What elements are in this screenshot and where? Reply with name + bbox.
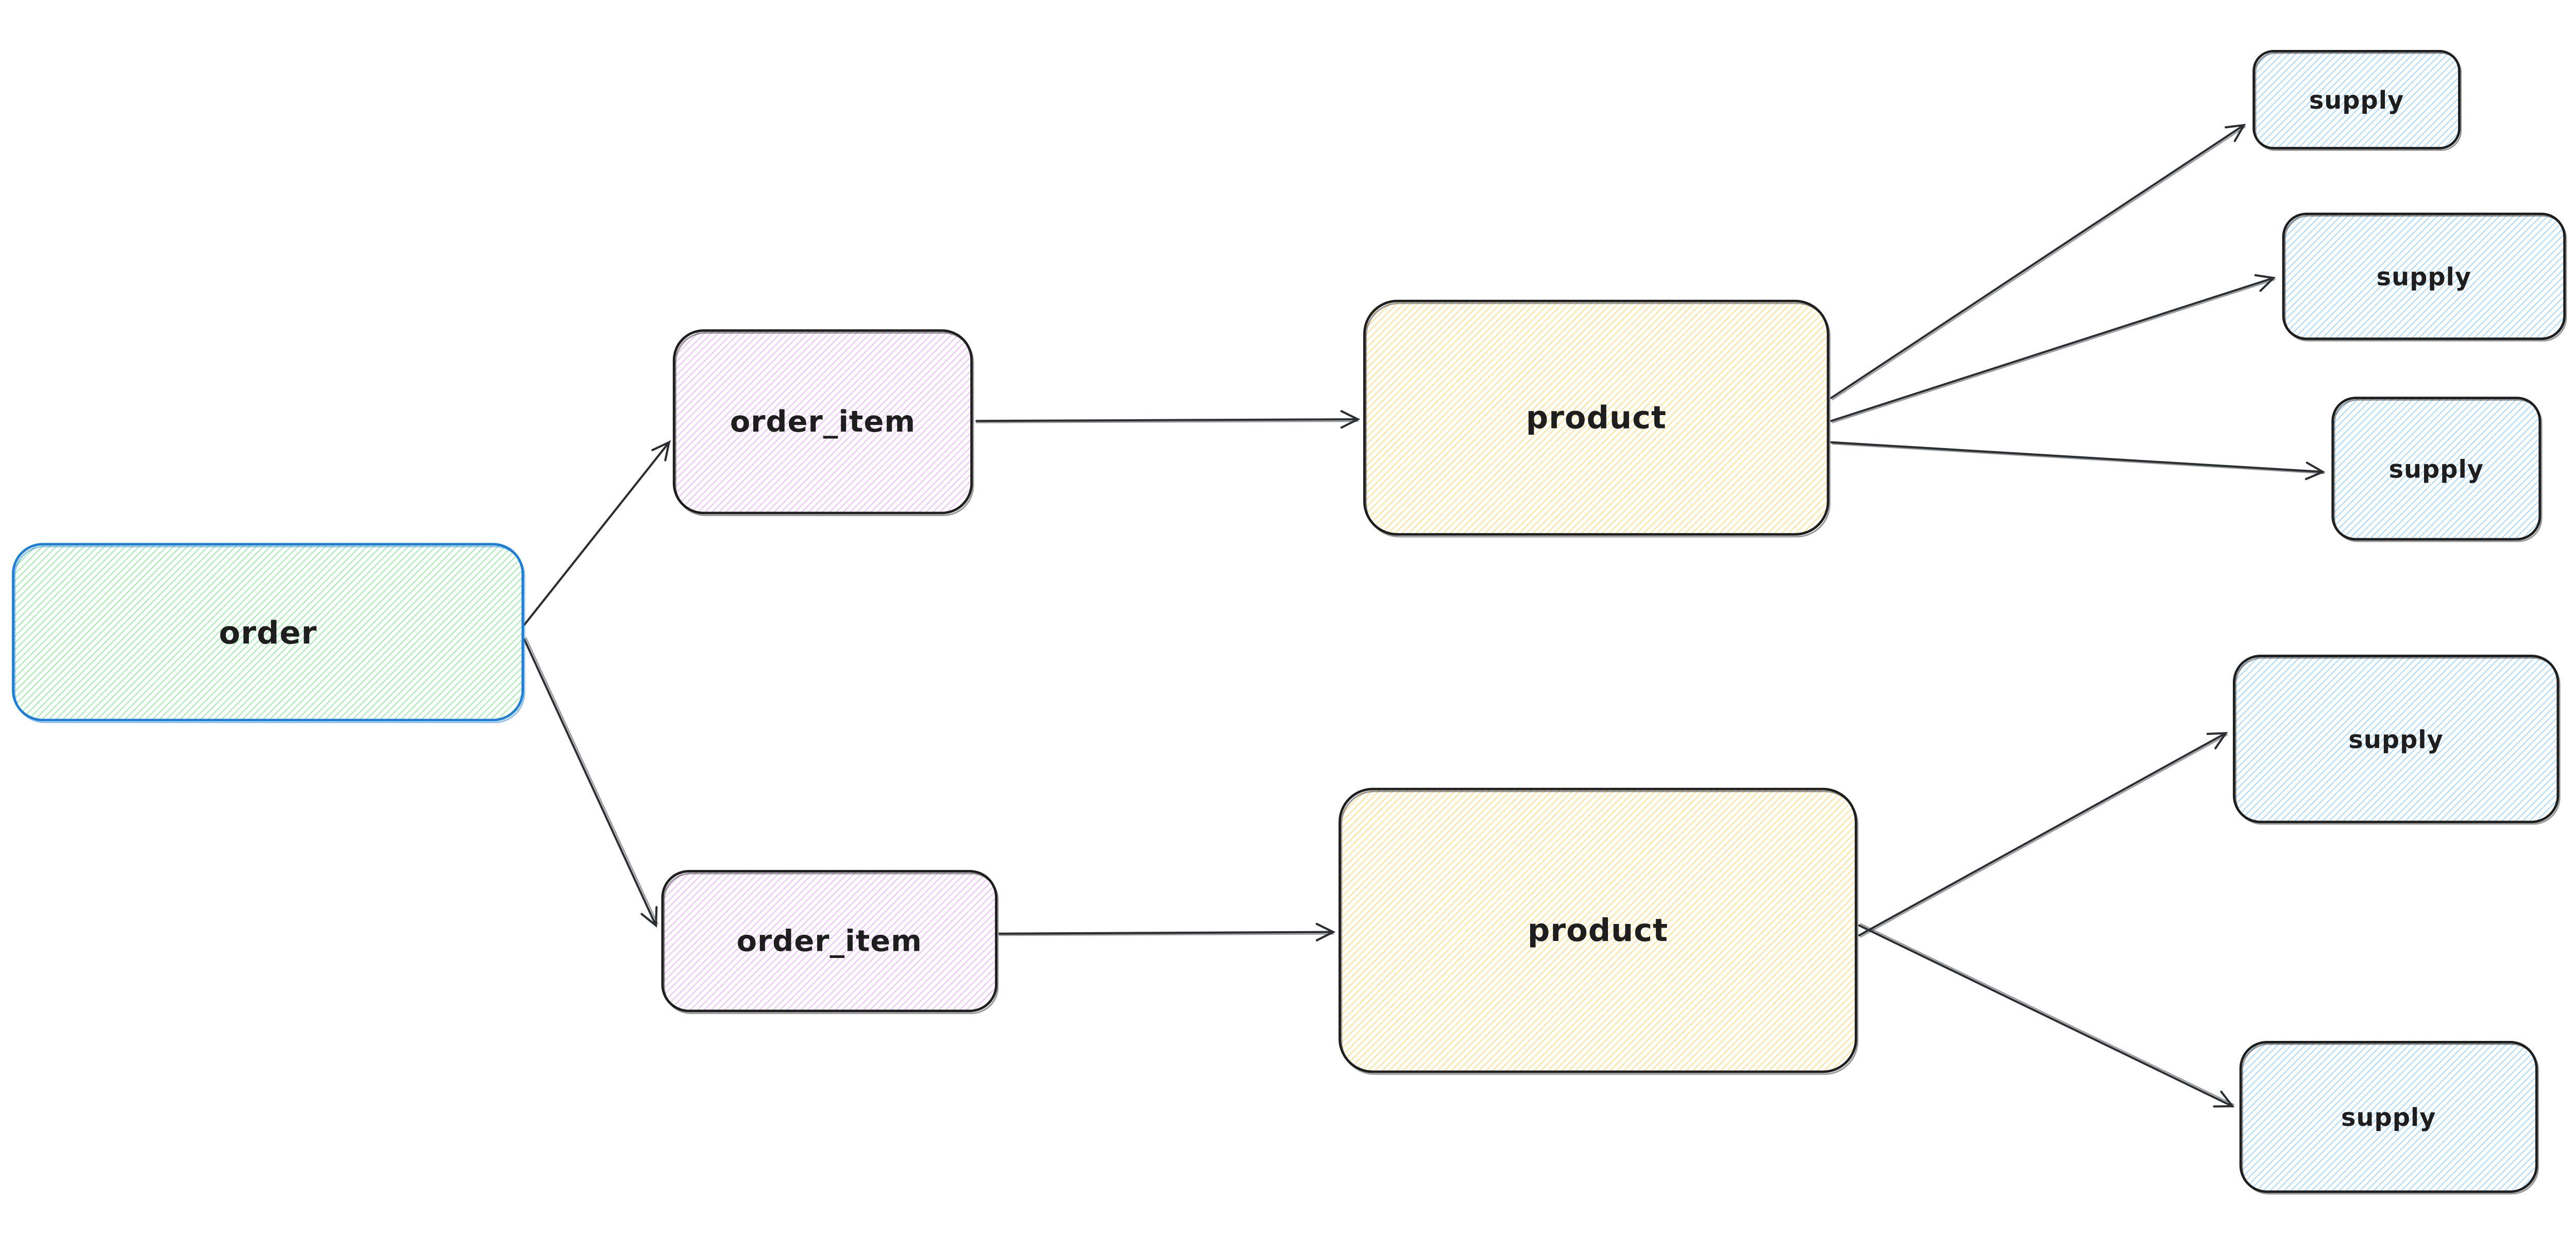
node-order-item-1-label: order_item [730, 404, 916, 439]
node-product-2-label: product [1528, 913, 1668, 949]
node-product-1-label: product [1526, 400, 1667, 436]
arrow-product-2-to-supply-4[interactable] [1858, 732, 2228, 938]
arrow-order-to-order-item-2[interactable] [523, 637, 658, 928]
node-supply-4-label: supply [2348, 726, 2443, 754]
node-supply-1[interactable]: supply [2252, 49, 2462, 151]
node-product-1[interactable]: product [1363, 299, 1831, 538]
arrow-product-2-to-supply-5[interactable] [1858, 923, 2235, 1108]
arrow-order-item-1-to-product-1[interactable] [975, 410, 1361, 429]
arrow-order-to-order-item-1[interactable] [523, 440, 671, 626]
node-supply-5[interactable]: supply [2239, 1041, 2539, 1195]
arrow-order-item-2-to-product-2[interactable] [998, 922, 1336, 941]
node-order-item-2[interactable]: order_item [661, 870, 999, 1014]
node-product-2[interactable]: product [1338, 787, 1859, 1075]
node-order-item-2-label: order_item [737, 923, 922, 958]
node-supply-2[interactable]: supply [2282, 212, 2567, 342]
node-order-label: order [219, 615, 317, 652]
arrow-product-1-to-supply-1[interactable] [1830, 124, 2246, 401]
node-supply-3-label: supply [2389, 455, 2484, 484]
node-order-item-1[interactable]: order_item [672, 329, 974, 517]
node-supply-2-label: supply [2377, 263, 2471, 292]
node-supply-4[interactable]: supply [2232, 655, 2561, 825]
node-supply-5-label: supply [2341, 1104, 2436, 1132]
node-supply-1-label: supply [2309, 87, 2404, 115]
arrow-product-1-to-supply-3[interactable] [1830, 441, 2326, 481]
node-supply-3[interactable]: supply [2331, 397, 2543, 542]
node-order[interactable]: order [12, 543, 526, 724]
arrow-product-1-to-supply-2[interactable] [1830, 274, 2276, 423]
